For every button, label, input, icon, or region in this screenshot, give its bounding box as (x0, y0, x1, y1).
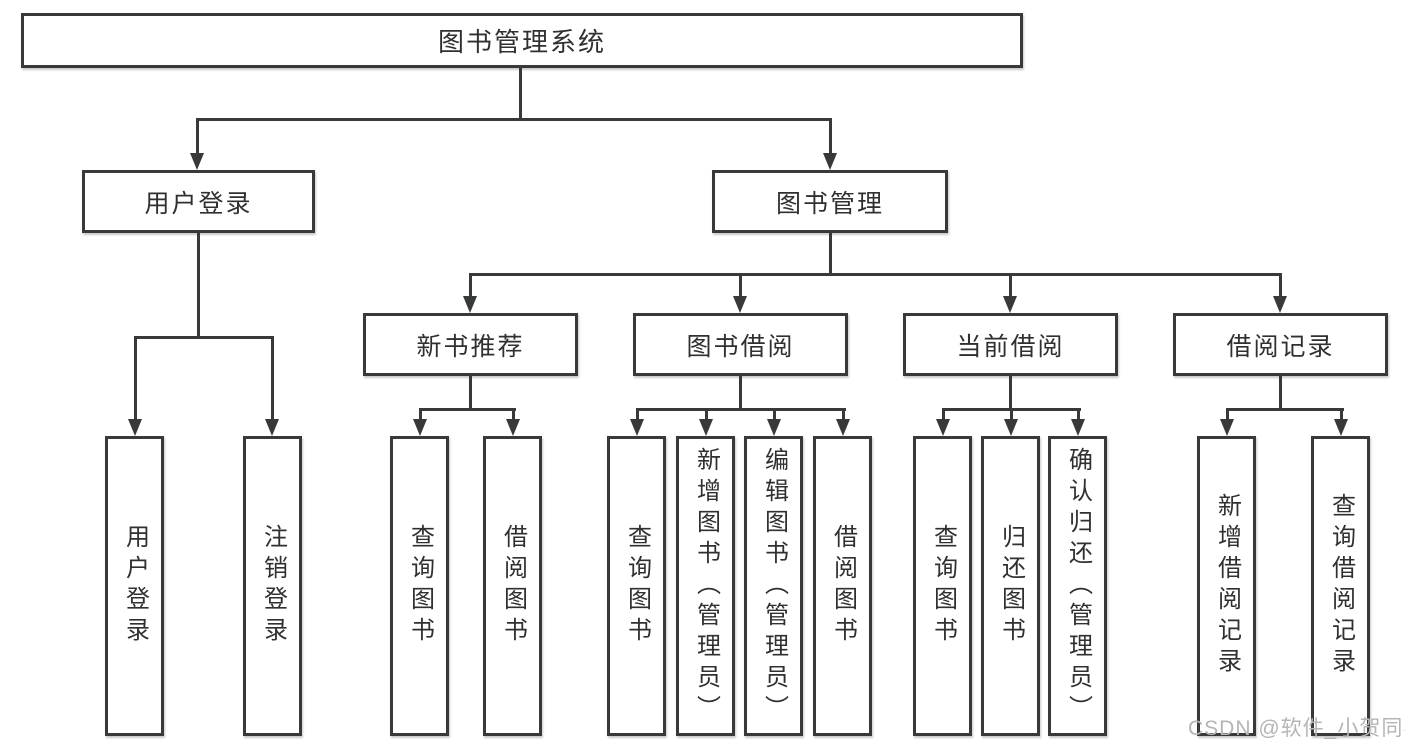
arrow-down-icon (413, 419, 427, 436)
node-new-book-recommend: 新书推荐 (363, 313, 578, 376)
node-book-borrow-label: 图书借阅 (686, 332, 795, 361)
connector-line (419, 408, 422, 419)
node-current-borrow: 当前借阅 (903, 313, 1118, 376)
arrow-down-icon (767, 419, 781, 436)
node-book-management: 图书管理 (712, 170, 948, 233)
leaf-confirm-return-admin: 确认归还（管理员） (1048, 436, 1107, 736)
leaf-label: 用户登录 (121, 524, 149, 648)
arrow-down-icon (733, 296, 747, 313)
node-borrow-records-label: 借阅记录 (1226, 332, 1335, 361)
leaf-label: 新增图书（管理员） (692, 446, 720, 726)
connector-line (942, 408, 945, 419)
leaf-borrow-books: 借阅图书 (813, 436, 872, 736)
leaf-query-books-borrow: 查询图书 (607, 436, 666, 736)
node-user-login-label: 用户登录 (144, 189, 253, 218)
node-book-management-label: 图书管理 (775, 189, 884, 218)
csdn-watermark: CSDN @软件_小贺同学 (1188, 717, 1405, 740)
node-borrow-records: 借阅记录 (1173, 313, 1388, 376)
connector-line (1010, 408, 1013, 419)
leaf-label: 编辑图书（管理员） (760, 446, 788, 726)
connector-line (739, 376, 742, 408)
arrow-down-icon (1003, 296, 1017, 313)
connector-line (636, 408, 639, 419)
connector-line (1279, 376, 1282, 408)
leaf-user-login: 用户登录 (105, 436, 164, 736)
arrow-down-icon (506, 419, 520, 436)
leaf-return-books: 归还图书 (981, 436, 1040, 736)
leaf-label: 归还图书 (997, 524, 1025, 648)
arrow-down-icon (1004, 419, 1018, 436)
leaf-borrow-books-recommend: 借阅图书 (483, 436, 542, 736)
arrow-down-icon (936, 419, 950, 436)
connector-line (1009, 376, 1012, 408)
arrow-down-icon (699, 419, 713, 436)
arrow-down-icon (1071, 419, 1085, 436)
connector-line (1226, 408, 1344, 411)
connector-line (842, 408, 845, 419)
leaf-add-books-admin: 新增图书（管理员） (676, 436, 735, 736)
connector-line (134, 336, 274, 339)
leaf-label: 查询图书 (623, 524, 651, 648)
connector-line (773, 408, 776, 419)
leaf-label: 借阅图书 (829, 524, 857, 648)
connector-line (636, 408, 846, 411)
arrow-down-icon (265, 419, 279, 436)
connector-line (419, 408, 516, 411)
connector-line (196, 118, 832, 121)
leaf-query-books-recommend: 查询图书 (390, 436, 449, 736)
leaf-label: 注销登录 (259, 524, 287, 648)
connector-line (469, 376, 472, 408)
connector-line (1077, 408, 1080, 419)
connector-line (196, 118, 199, 153)
leaf-label: 查询图书 (929, 524, 957, 648)
leaf-label: 查询借阅记录 (1327, 493, 1355, 679)
node-book-borrow: 图书借阅 (633, 313, 848, 376)
connector-line (134, 336, 137, 419)
connector-line (739, 273, 742, 296)
connector-line (1226, 408, 1229, 419)
arrow-down-icon (1334, 419, 1348, 436)
leaf-add-borrow-record: 新增借阅记录 (1197, 436, 1256, 736)
connector-line (469, 273, 1282, 276)
connector-line (1009, 273, 1012, 296)
arrow-down-icon (190, 153, 204, 170)
node-new-book-recommend-label: 新书推荐 (416, 332, 525, 361)
arrow-down-icon (1273, 296, 1287, 313)
leaf-label: 确认归还（管理员） (1064, 446, 1092, 726)
arrow-down-icon (630, 419, 644, 436)
connector-line (469, 273, 472, 296)
node-root: 图书管理系统 (21, 13, 1023, 68)
arrow-down-icon (463, 296, 477, 313)
arrow-down-icon (823, 153, 837, 170)
leaf-edit-books-admin: 编辑图书（管理员） (744, 436, 803, 736)
leaf-logout: 注销登录 (243, 436, 302, 736)
leaf-label: 查询图书 (406, 524, 434, 648)
arrow-down-icon (1220, 419, 1234, 436)
node-root-label: 图书管理系统 (437, 27, 606, 57)
leaf-label: 新增借阅记录 (1213, 493, 1241, 679)
leaf-query-borrow-record: 查询借阅记录 (1311, 436, 1370, 736)
connector-line (829, 233, 832, 273)
leaf-label: 借阅图书 (499, 524, 527, 648)
node-current-borrow-label: 当前借阅 (956, 332, 1065, 361)
connector-line (705, 408, 708, 419)
node-user-login: 用户登录 (82, 170, 315, 233)
arrow-down-icon (836, 419, 850, 436)
arrow-down-icon (128, 419, 142, 436)
connector-line (271, 336, 274, 419)
connector-line (197, 233, 200, 336)
connector-line (512, 408, 515, 419)
connector-line (1279, 273, 1282, 296)
connector-line (1340, 408, 1343, 419)
connector-line (519, 68, 522, 118)
leaf-query-books-current: 查询图书 (913, 436, 972, 736)
connector-line (829, 118, 832, 153)
